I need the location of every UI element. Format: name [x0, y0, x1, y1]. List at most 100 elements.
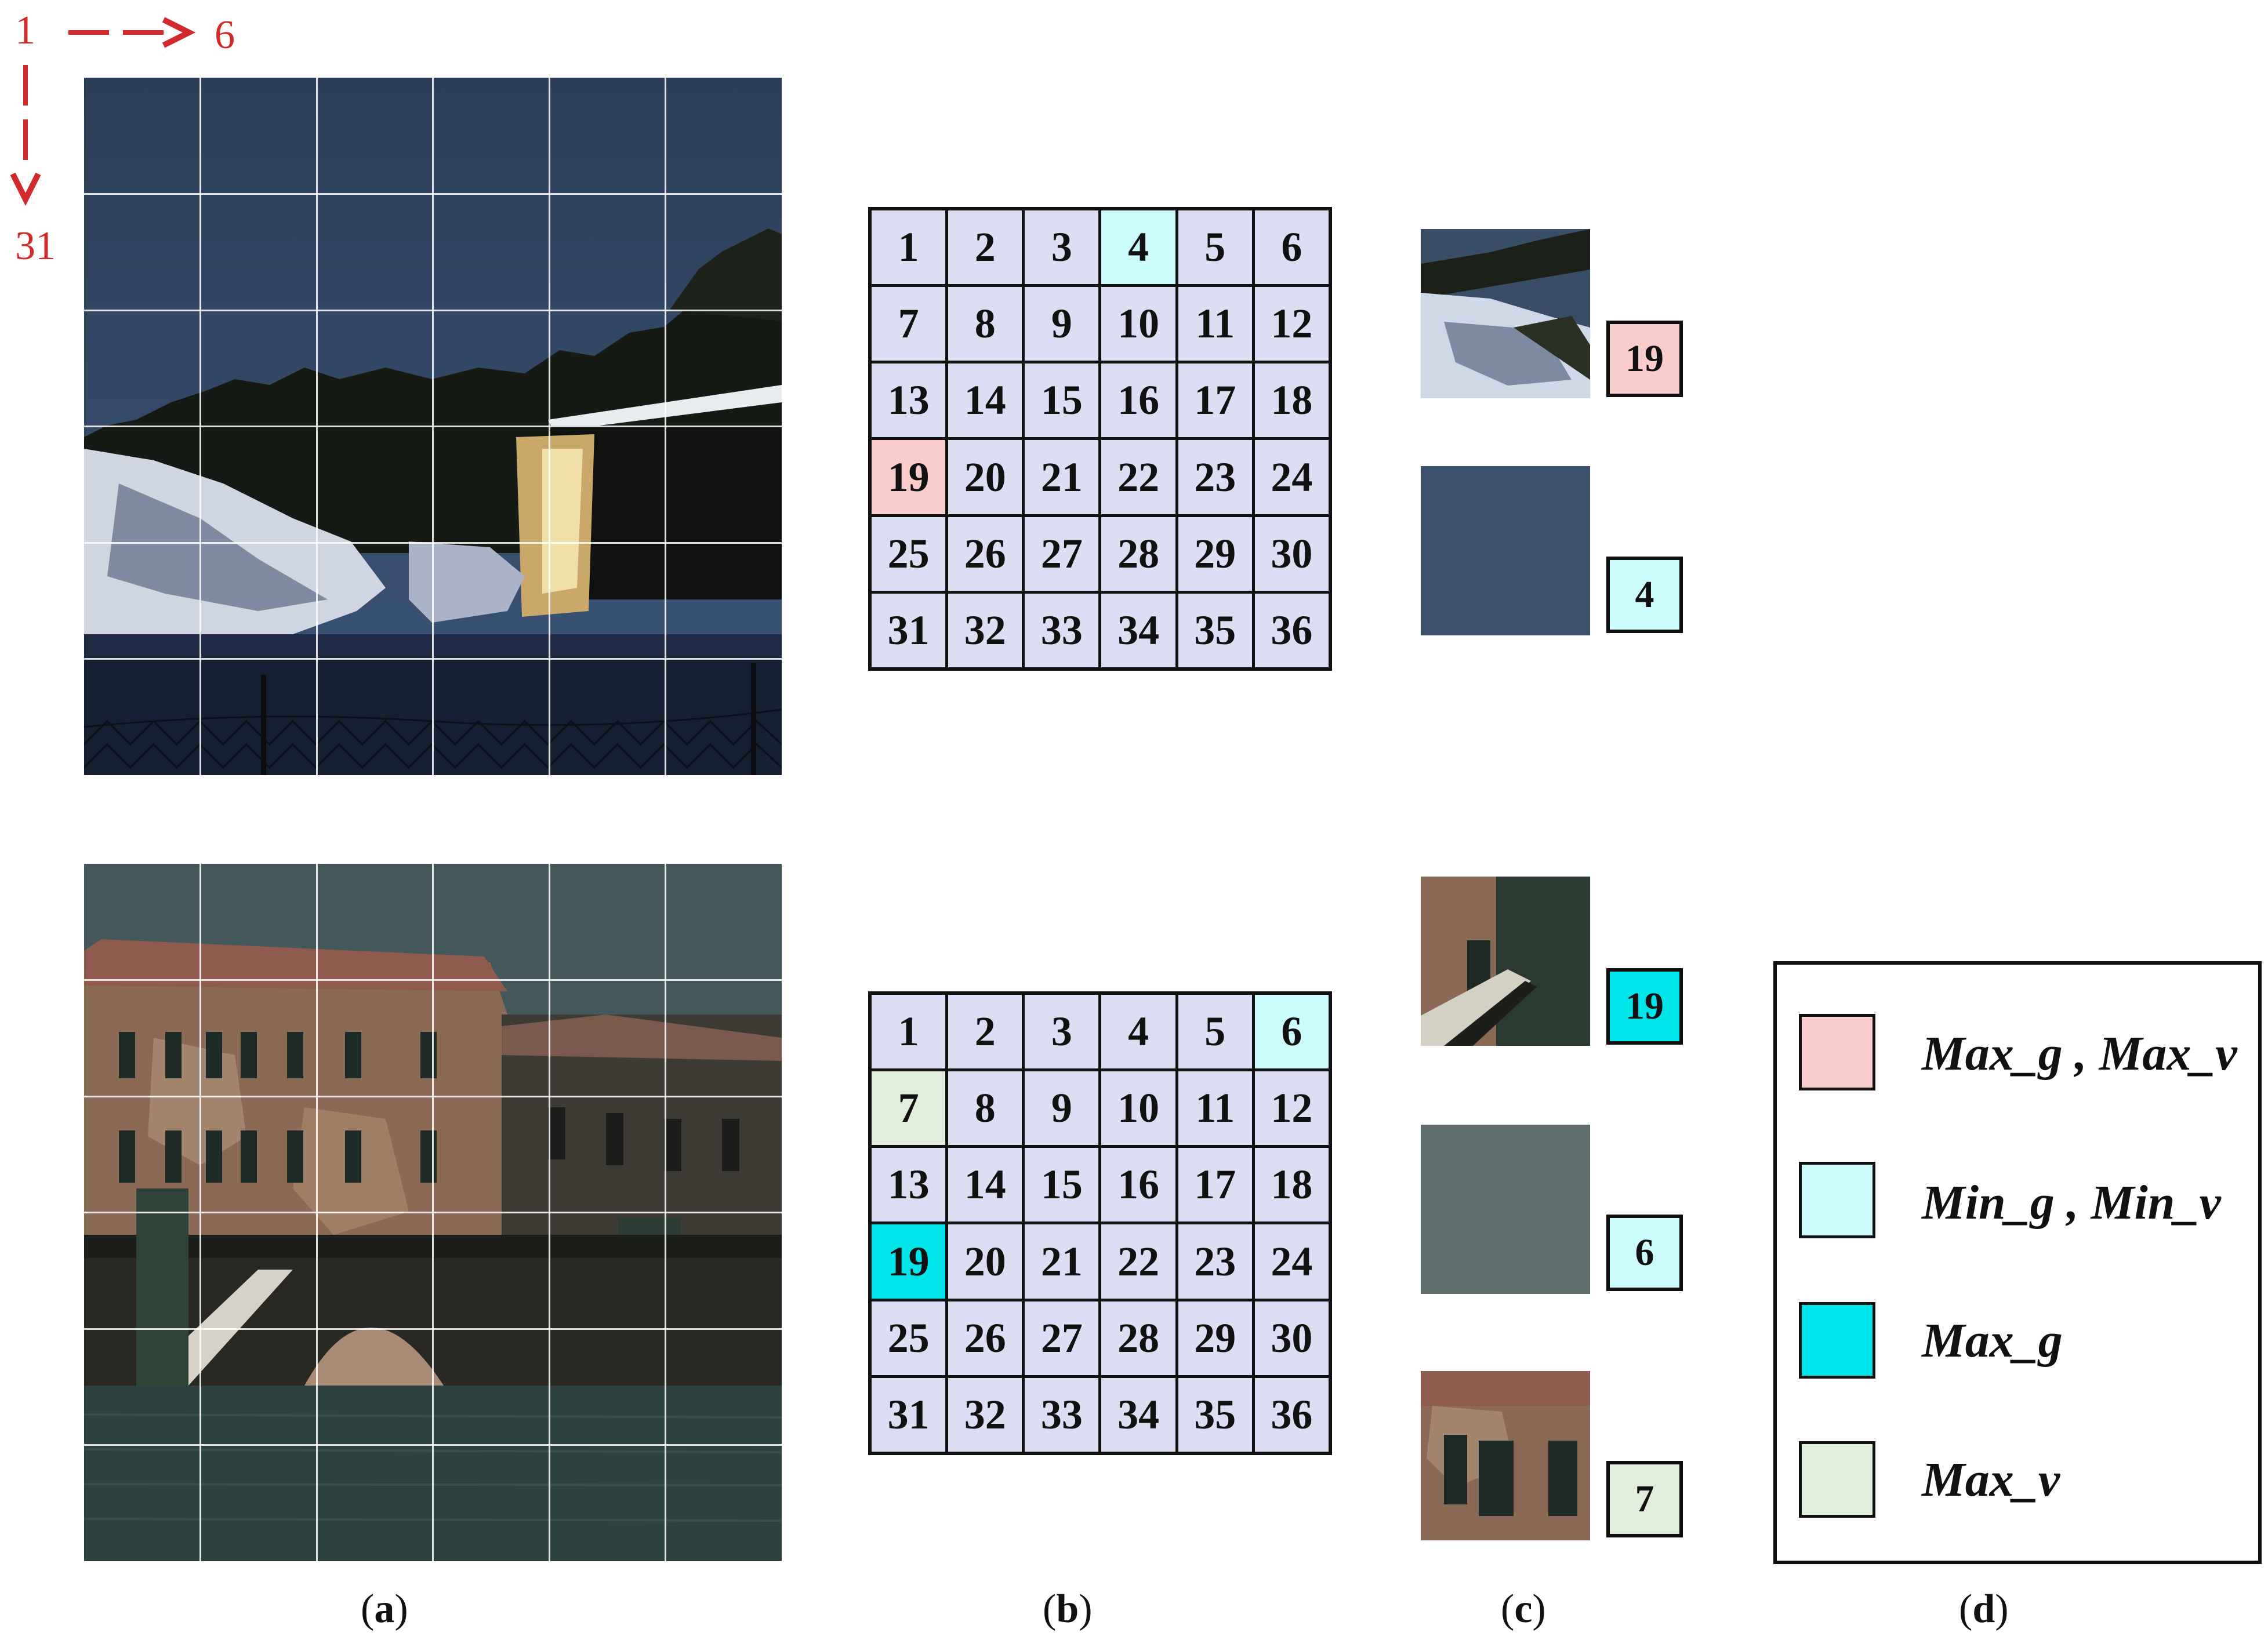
grid-cell: 6 — [1255, 210, 1329, 284]
legend: Max_g , Max_v Min_g , Min_v Max_g Max_v — [1773, 961, 2262, 1564]
grid-cell: 14 — [948, 363, 1022, 437]
grid-cell: 33 — [1025, 1378, 1098, 1452]
grid-cell: 19 — [872, 1224, 945, 1298]
grid-cell: 32 — [948, 1378, 1022, 1452]
selected-block-thumbnail — [1421, 1371, 1590, 1540]
grid-cell: 3 — [1025, 995, 1098, 1068]
grid-cell: 17 — [1178, 1148, 1252, 1221]
legend-swatch-min — [1799, 1162, 1875, 1238]
grid-cell: 27 — [1025, 1301, 1098, 1375]
legend-swatch-maxv — [1799, 1441, 1875, 1518]
grid-cell: 6 — [1255, 995, 1329, 1068]
block-gridlines — [84, 864, 782, 1561]
grid-cell: 16 — [1101, 1148, 1175, 1221]
block-number-tag: 19 — [1606, 321, 1683, 397]
index-right-label: 6 — [215, 15, 235, 56]
grid-cell: 23 — [1178, 1224, 1252, 1298]
selected-block-thumbnail — [1421, 877, 1590, 1046]
grid-cell: 16 — [1101, 363, 1175, 437]
grid-cell: 22 — [1101, 1224, 1175, 1298]
grid-cell: 14 — [948, 1148, 1022, 1221]
grid-cell: 9 — [1025, 287, 1098, 361]
grid-cell: 25 — [872, 1301, 945, 1375]
grid-cell: 25 — [872, 517, 945, 591]
grid-cell: 11 — [1178, 287, 1252, 361]
grid-cell: 12 — [1255, 1071, 1329, 1145]
grid-cell: 27 — [1025, 517, 1098, 591]
grid-cell: 28 — [1101, 1301, 1175, 1375]
grid-cell: 29 — [1178, 517, 1252, 591]
grid-cell: 2 — [948, 995, 1022, 1068]
block-number-tag: 4 — [1606, 557, 1683, 633]
grid-cell: 3 — [1025, 210, 1098, 284]
grid-cell: 30 — [1255, 1301, 1329, 1375]
grid-cell: 29 — [1178, 1301, 1252, 1375]
grid-cell: 10 — [1101, 1071, 1175, 1145]
grid-cell: 2 — [948, 210, 1022, 284]
panel-label-b: (b) — [1043, 1586, 1093, 1633]
grid-cell: 21 — [1025, 440, 1098, 514]
grid-cell: 24 — [1255, 440, 1329, 514]
grid-cell: 31 — [872, 1378, 945, 1452]
block-gridlines — [84, 78, 782, 775]
photo-canal-scene — [84, 864, 782, 1561]
grid-cell: 28 — [1101, 517, 1175, 591]
grid-cell: 26 — [948, 1301, 1022, 1375]
grid-cell: 23 — [1178, 440, 1252, 514]
grid-cell: 10 — [1101, 287, 1175, 361]
selected-block-thumbnail — [1421, 1125, 1590, 1294]
selected-block-thumbnail — [1421, 466, 1590, 635]
selected-block-thumbnail — [1421, 229, 1590, 398]
legend-label-maxg: Max_g — [1922, 1313, 2063, 1369]
grid-cell: 8 — [948, 287, 1022, 361]
grid-cell: 15 — [1025, 363, 1098, 437]
grid-cell: 19 — [872, 440, 945, 514]
grid-cell: 36 — [1255, 1378, 1329, 1452]
grid-cell: 9 — [1025, 1071, 1098, 1145]
panel-label-a: (a) — [361, 1586, 408, 1633]
photo-snow-scene — [84, 78, 782, 775]
grid-cell: 7 — [872, 287, 945, 361]
grid-cell: 32 — [948, 594, 1022, 667]
index-start-label: 1 — [15, 10, 35, 51]
legend-swatch-maxgv — [1799, 1014, 1875, 1090]
grid-cell: 4 — [1101, 995, 1175, 1068]
legend-swatch-maxg — [1799, 1302, 1875, 1379]
block-number-tag: 19 — [1606, 968, 1683, 1045]
grid-cell: 36 — [1255, 594, 1329, 667]
grid-cell: 26 — [948, 517, 1022, 591]
grid-cell: 11 — [1178, 1071, 1252, 1145]
legend-label-min: Min_g , Min_v — [1922, 1175, 2221, 1231]
panel-label-d: (d) — [1959, 1586, 2009, 1633]
legend-label-maxgv: Max_g , Max_v — [1922, 1026, 2237, 1082]
grid-cell: 35 — [1178, 1378, 1252, 1452]
grid-cell: 33 — [1025, 594, 1098, 667]
grid-cell: 34 — [1101, 1378, 1175, 1452]
grid-cell: 35 — [1178, 594, 1252, 667]
grid-cell: 5 — [1178, 210, 1252, 284]
grid-cell: 12 — [1255, 287, 1329, 361]
grid-cell: 5 — [1178, 995, 1252, 1068]
grid-cell: 21 — [1025, 1224, 1098, 1298]
grid-cell: 8 — [948, 1071, 1022, 1145]
grid-cell: 4 — [1101, 210, 1175, 284]
grid-cell: 1 — [872, 210, 945, 284]
grid-cell: 17 — [1178, 363, 1252, 437]
grid-cell: 18 — [1255, 363, 1329, 437]
legend-label-maxv: Max_v — [1922, 1452, 2060, 1508]
grid-cell: 1 — [872, 995, 945, 1068]
grid-cell: 31 — [872, 594, 945, 667]
grid-cell: 7 — [872, 1071, 945, 1145]
grid-cell: 34 — [1101, 594, 1175, 667]
grid-cell: 13 — [872, 363, 945, 437]
grid-cell: 18 — [1255, 1148, 1329, 1221]
grid-cell: 22 — [1101, 440, 1175, 514]
block-number-tag: 7 — [1606, 1461, 1683, 1537]
index-down-label: 31 — [15, 226, 56, 267]
grid-cell: 15 — [1025, 1148, 1098, 1221]
grid-cell: 20 — [948, 440, 1022, 514]
grid-cell: 20 — [948, 1224, 1022, 1298]
block-number-tag: 6 — [1606, 1215, 1683, 1291]
